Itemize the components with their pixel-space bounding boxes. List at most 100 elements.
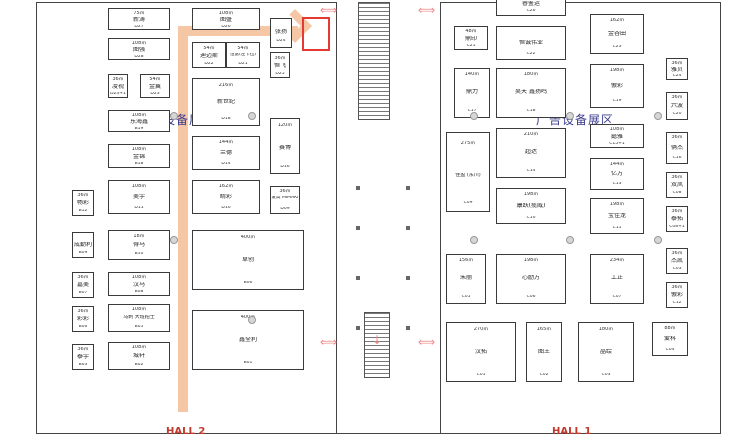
booth-b06-small[interactable]: 36㎡ 彩彩 B06 xyxy=(72,306,94,332)
booth-c21[interactable]: 48㎡ 鼎印 C21 xyxy=(454,26,488,50)
booth-b05[interactable]: 108㎡ 马刺 大班柏士 B05 xyxy=(108,304,170,332)
booth-d16[interactable]: 120㎡ 赛博 D16 xyxy=(270,118,300,174)
booth-c02[interactable]: 165㎡ 图王 C02 xyxy=(526,322,562,382)
booth-d25[interactable]: 36㎡ 恒飞 D25 xyxy=(270,52,290,78)
booth-c16[interactable]: 36㎡ 俩杰 C16 xyxy=(666,132,688,164)
booth-name: 爱高 MIMAKI xyxy=(271,196,299,200)
booth-size: 36㎡ xyxy=(671,175,683,180)
booth-b19[interactable]: 108㎡ 东海鑫 B19 xyxy=(108,110,170,132)
booth-c12[interactable]: 36㎡ 傲彩 C12 xyxy=(666,282,688,308)
booth-c13[interactable]: 144㎡ 亿方 C13 xyxy=(590,158,644,190)
booth-b09[interactable]: 成勤利 B09 xyxy=(72,232,94,258)
booth-d11[interactable]: 108㎡ 美宇 D11 xyxy=(108,180,170,214)
booth-code: C14 xyxy=(526,169,536,173)
booth-b08[interactable]: 108㎡ 汉马 B08 xyxy=(108,272,170,296)
booth-size: 210㎡ xyxy=(523,132,539,137)
booth-size: 108㎡ xyxy=(131,345,147,350)
booth-c10[interactable]: 198㎡ 康跃(揽威) C10 xyxy=(496,188,566,224)
booth-size: 400㎡ xyxy=(193,315,303,320)
pillar xyxy=(170,112,178,120)
booth-c14[interactable]: 210㎡ 超达 C14 xyxy=(496,128,566,178)
booth-name: 康跃(揽威) xyxy=(516,203,546,209)
booth-code: B06 xyxy=(243,281,253,285)
booth-c03[interactable]: 180㎡ 晶绘 C03 xyxy=(578,322,634,382)
two-way-arrow: ⟺ xyxy=(418,335,436,349)
booth-size: 165㎡ xyxy=(536,327,552,332)
hall-2-label: HALL 2 xyxy=(166,426,206,437)
booth-d10[interactable]: 162㎡ 睛彩 D10 xyxy=(192,180,260,214)
booth-c17[interactable]: 140㎡ 鼎力 C17 xyxy=(454,68,490,118)
booth-code: C05 xyxy=(461,295,471,299)
booth-c22[interactable]: 恒诚伟业 C22 xyxy=(496,26,566,60)
booth-c01[interactable]: 270㎡ 汉拓 C01 xyxy=(446,322,516,382)
booth-c23[interactable]: 162㎡ 金谷田 C23 xyxy=(590,14,644,54)
booth-c05[interactable]: 156㎡ 朱丽 C05 xyxy=(446,254,486,304)
escalator-top xyxy=(358,2,390,120)
booth-b07[interactable]: 36㎡ 嘉美 B07 xyxy=(72,272,94,298)
booth-d28[interactable]: 108㎡ 图强 D28 xyxy=(108,38,170,60)
booth-size: 36㎡ xyxy=(77,347,89,352)
booth-d26[interactable]: 108㎡ 图盛 D26 xyxy=(192,8,260,30)
booth-c03-small[interactable]: 36㎡ 杰凯 C03 xyxy=(666,248,688,274)
booth-b06-large[interactable]: 400㎡ 卓创 B06 xyxy=(192,230,304,290)
booth-code: B09 xyxy=(78,251,88,255)
booth-name: 双凤 xyxy=(670,182,683,188)
booth-size: 36㎡ xyxy=(279,189,291,194)
booth-code: B10 xyxy=(134,252,144,256)
top-wall-left xyxy=(36,2,336,3)
booth-d21[interactable]: 54㎡ 恒富(左卡拉) D21 xyxy=(226,42,260,68)
booth-name: 傲彩 xyxy=(670,292,683,298)
booth-d22[interactable]: 54㎡ 迪迈斯 D22 xyxy=(192,42,226,68)
booth-size: 400㎡ xyxy=(240,235,256,240)
booth-c15[interactable]: 108㎡ 懿雅 C15+1 xyxy=(590,124,644,148)
booth-size: 88㎡ xyxy=(664,326,676,331)
booth-code: C21 xyxy=(466,44,476,48)
booth-name: 恒诚伟业 xyxy=(518,40,543,46)
booth-size: 36㎡ xyxy=(671,135,683,140)
booth-c19[interactable]: 198㎡ 傲彩 C19 xyxy=(590,64,644,108)
booth-size: 198㎡ xyxy=(523,192,539,197)
booth-c20[interactable]: 36㎡ 六波 C20 xyxy=(666,92,688,120)
booth-size: 120㎡ xyxy=(277,123,293,128)
booth-c09[interactable]: 275㎡ 佳盈 (东川) C09 xyxy=(446,132,490,212)
booth-c04[interactable]: 88㎡ 爱科 C04 xyxy=(652,322,688,356)
booth-d14[interactable]: 144㎡ 兰德 D14 xyxy=(192,136,260,170)
booth-d09[interactable]: 36㎡ 爱高 MIMAKI D09 xyxy=(270,186,300,214)
booth-name: 睛彩 xyxy=(219,194,232,200)
booth-code: C02 xyxy=(539,373,549,377)
booth-b02[interactable]: 108㎡ 城轩 B02 xyxy=(108,342,170,370)
booth-b18[interactable]: 108㎡ 金锦 B18 xyxy=(108,144,170,168)
booth-size: 36㎡ xyxy=(671,209,683,214)
booth-d23-1[interactable]: 36㎡ 凌视 D23+1 xyxy=(108,74,128,98)
booth-c24[interactable]: 36㎡ 雅贝 C24 xyxy=(666,58,688,80)
booth-b12[interactable]: 36㎡ 畅彩 B12 xyxy=(72,190,94,216)
booth-b03[interactable]: 36㎡ 泰宇 B03 xyxy=(72,344,94,370)
booth-size: 198㎡ xyxy=(609,202,625,207)
booth-size: 140㎡ xyxy=(464,72,480,77)
booth-code: D22 xyxy=(204,62,214,66)
booth-c11[interactable]: 198㎡ 宝佳龙 C11 xyxy=(590,198,644,234)
booth-name: 新世纪 xyxy=(216,99,235,105)
booth-c26[interactable]: 睿鉴运 C26 xyxy=(496,0,566,16)
booth-name: 图王 xyxy=(537,349,550,355)
booth-code: C22 xyxy=(526,52,536,56)
booth-name: 彩彩 xyxy=(76,316,89,322)
booth-d27[interactable]: 75㎡ 新涛 D27 xyxy=(108,8,170,30)
booth-c07[interactable]: 234㎡ 工正 C07 xyxy=(590,254,644,304)
booth-c08[interactable]: 36㎡ 双凤 C08 xyxy=(666,172,688,198)
booth-size: 162㎡ xyxy=(218,184,234,189)
pillar xyxy=(654,112,662,120)
booth-code: D28 xyxy=(134,55,144,59)
booth-d23[interactable]: 54㎡ 金翼 D23 xyxy=(140,74,170,98)
booth-c18[interactable]: 180㎡ 昊天 鑫扬鸣 C18 xyxy=(496,68,566,118)
booth-b10[interactable]: 18㎡ 得马 B10 xyxy=(108,230,170,260)
down-arrow: ↓ xyxy=(372,333,383,347)
booth-code: D18 xyxy=(221,117,231,121)
booth-name: 恒飞 xyxy=(273,63,286,69)
booth-size: 75㎡ xyxy=(133,11,145,16)
booth-c08-1[interactable]: 36㎡ 泰拓 C08+1 xyxy=(666,206,688,232)
booth-d24[interactable]: 张扬 D24 xyxy=(270,18,292,48)
highlighted-booth[interactable] xyxy=(302,17,330,51)
booth-name: 昊天 鑫扬鸣 xyxy=(515,89,547,95)
booth-c06[interactable]: 198㎡ 心励方 C06 xyxy=(496,254,566,304)
